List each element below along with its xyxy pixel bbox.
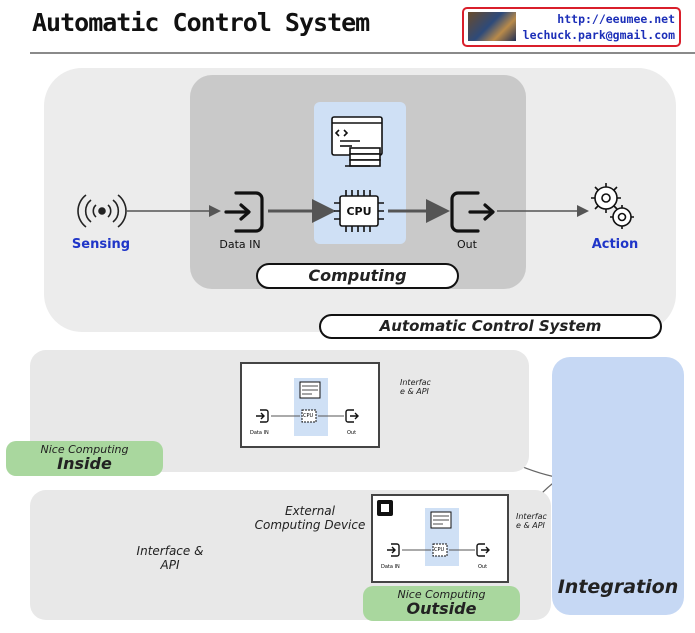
cpu-chip-icon xyxy=(334,190,384,232)
nice-computing-inside-tag: Nice Computing Inside xyxy=(6,441,163,476)
inside-mini-diagram: Data IN CPU Out xyxy=(240,362,380,448)
action-label: Action xyxy=(591,237,639,252)
data-in-icon xyxy=(224,191,264,233)
code-monitor-icon xyxy=(331,116,383,167)
mini-cpu-label: CPU xyxy=(303,413,314,419)
sensing-label: Sensing xyxy=(71,237,131,252)
gears-icon xyxy=(591,183,634,229)
mini-cpu-label: CPU xyxy=(434,547,445,553)
integration-panel xyxy=(552,357,684,615)
automatic-control-pill: Automatic Control System xyxy=(319,314,662,339)
mini-out-label: Out xyxy=(478,564,488,570)
nice-computing-outside-tag: Nice Computing Outside xyxy=(363,586,520,621)
outside-interface-label: Interfac e & API xyxy=(516,512,547,530)
out-icon xyxy=(450,191,495,233)
author-url-link[interactable]: http://eeumee.net xyxy=(557,12,675,26)
outside-mini-diagram: Data IN CPU Out xyxy=(371,494,509,583)
mini-out-label: Out xyxy=(347,430,357,436)
author-badge: http://eeumee.net lechuck.park@gmail.com xyxy=(462,7,681,47)
mini-data-in-label: Data IN xyxy=(381,564,400,570)
title-divider xyxy=(30,52,695,54)
out-label: Out xyxy=(457,238,477,251)
data-in-label: Data IN xyxy=(219,238,261,251)
inside-interface-label: Interfac e & API xyxy=(400,378,431,396)
author-photo xyxy=(468,12,516,41)
author-email-link[interactable]: lechuck.park@gmail.com xyxy=(522,28,675,42)
cpu-label: CPU xyxy=(346,205,372,218)
integration-label: Integration xyxy=(557,576,679,598)
external-device-label: External Computing Device xyxy=(254,504,366,532)
computing-pill: Computing xyxy=(256,263,459,289)
mini-data-in-label: Data IN xyxy=(250,430,269,436)
interface-api-label: Interface & API xyxy=(136,544,204,572)
page-title: Automatic Control System xyxy=(32,8,370,37)
sensing-icon xyxy=(77,194,127,228)
